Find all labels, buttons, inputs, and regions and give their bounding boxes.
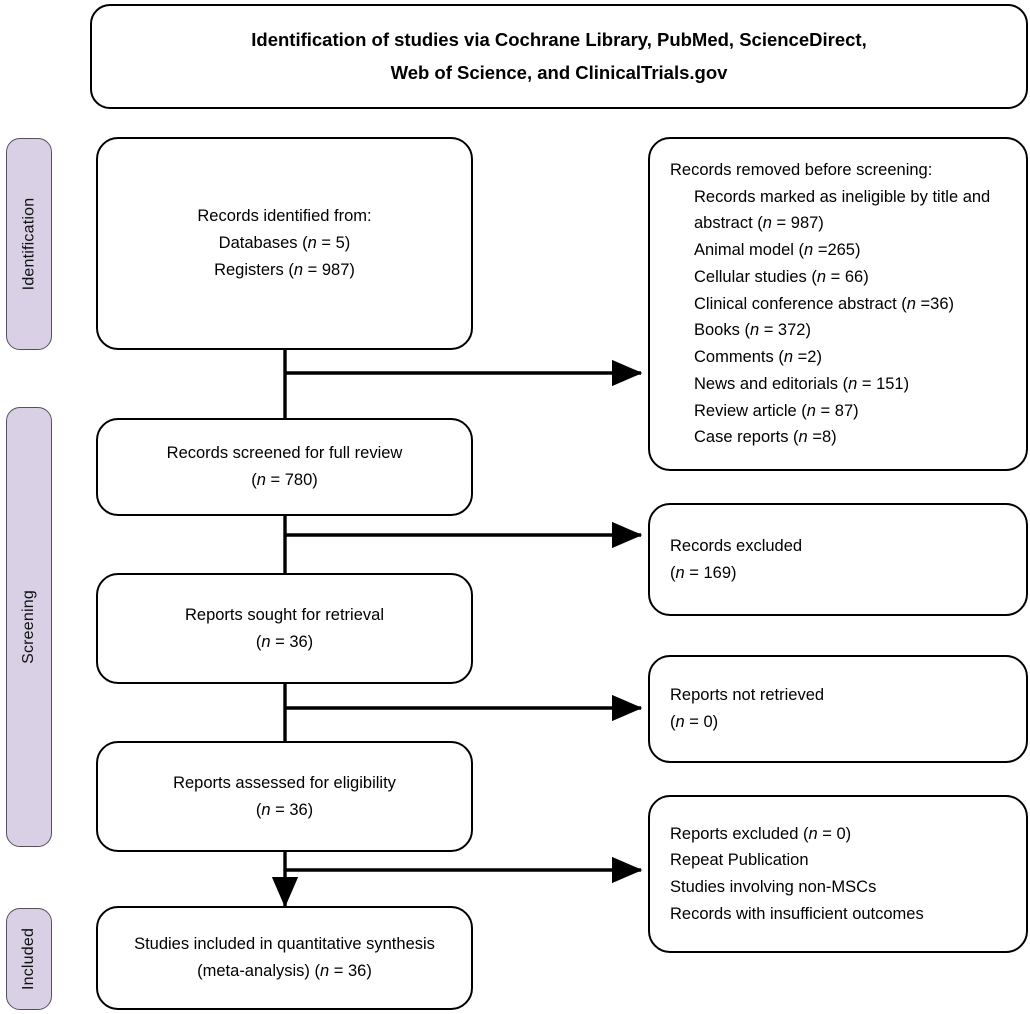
stage-identification-text: Identification xyxy=(20,197,38,291)
records-screened-line-2: (n = 780) xyxy=(251,471,318,489)
records-removed-heading: Records removed before screening: xyxy=(670,161,933,180)
diagram-title-box: Identification of studies via Cochrane L… xyxy=(90,4,1028,109)
records-excluded-line-2: (n = 169) xyxy=(670,563,737,582)
stage-label-screening: Screening xyxy=(6,407,52,847)
exclusion-box-reports-not-retrieved: Reports not retrieved (n = 0) xyxy=(648,655,1028,763)
reports-sought-line-2: (n = 36) xyxy=(255,632,314,651)
records-removed-item-10: Case reports (n =8) xyxy=(694,428,837,447)
reports-not-retrieved-line-2: (n = 0) xyxy=(670,713,719,731)
exclusion-box-records-excluded: Records excluded (n = 169) xyxy=(648,503,1028,616)
records-removed-item-5: Clinical conference abstract (n =36) xyxy=(694,294,955,313)
studies-included-line-2: (meta-analysis) (n = 36) xyxy=(197,962,372,980)
records-removed-item-3: Animal model (n =265) xyxy=(694,241,861,260)
stage-included-text: Included xyxy=(20,927,37,991)
reports-not-retrieved-line-1: Reports not retrieved xyxy=(670,686,825,705)
stage-label-included: Included xyxy=(6,908,52,1010)
flow-box-records-identified: Records identified from: Databases (n = … xyxy=(96,137,473,350)
exclusion-box-reports-excluded: Reports excluded (n = 0) Repeat Publicat… xyxy=(648,795,1028,953)
reports-assessed-line-1: Reports assessed for eligibility xyxy=(173,773,396,792)
flow-box-reports-sought: Reports sought for retrieval (n = 36) xyxy=(96,573,473,684)
records-excluded-line-1: Records excluded xyxy=(670,536,803,555)
reports-excluded-line-4: Records with insufficient outcomes xyxy=(670,904,924,923)
reports-excluded-line-2: Repeat Publication xyxy=(670,851,809,870)
records-removed-item-9: Review article (n = 87) xyxy=(694,401,859,420)
records-removed-item-1: Records marked as ineligible by title an… xyxy=(694,187,991,206)
records-identified-line-2: Databases (n = 5) xyxy=(218,234,351,253)
records-identified-line-1: Records identified from: xyxy=(197,207,372,226)
reports-sought-line-1: Reports sought for retrieval xyxy=(184,605,384,624)
stage-screening-text: Screening xyxy=(20,590,38,664)
records-removed-item-6: Books (n = 372) xyxy=(694,321,811,340)
records-identified-line-3: Registers (n = 987) xyxy=(214,260,355,279)
records-removed-item-7: Comments (n =2) xyxy=(694,348,822,367)
flow-box-reports-assessed: Reports assessed for eligibility (n = 36… xyxy=(96,741,473,852)
stage-label-identification: Identification xyxy=(6,138,52,350)
exclusion-box-records-removed: Records removed before screening: Record… xyxy=(648,137,1028,471)
records-removed-item-2: abstract (n = 987) xyxy=(694,214,824,233)
records-removed-item-4: Cellular studies (n = 66) xyxy=(694,267,869,286)
flow-box-records-screened: Records screened for full review (n = 78… xyxy=(96,418,473,516)
studies-included-line-1: Studies included in quantitative synthes… xyxy=(134,935,435,954)
reports-excluded-line-3: Studies involving non-MSCs xyxy=(670,878,877,896)
reports-assessed-line-2: (n = 36) xyxy=(255,800,314,819)
records-removed-item-8: News and editorials (n = 151) xyxy=(694,374,910,393)
title-line-2: Web of Science, and ClinicalTrials.gov xyxy=(390,61,728,83)
flow-box-studies-included: Studies included in quantitative synthes… xyxy=(96,906,473,1010)
reports-excluded-line-1: Reports excluded (n = 0) xyxy=(670,824,852,843)
title-line-1: Identification of studies via Cochrane L… xyxy=(251,29,867,51)
records-screened-line-1: Records screened for full review xyxy=(166,444,403,463)
